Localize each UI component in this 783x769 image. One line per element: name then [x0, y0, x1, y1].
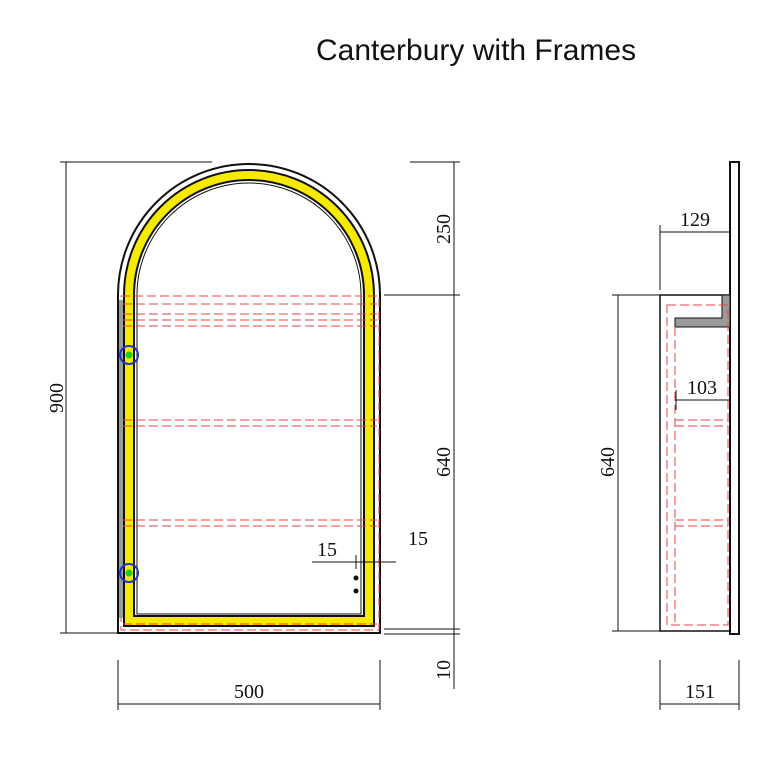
front-outer-frame: [117, 163, 381, 634]
sensor-dot: [353, 588, 359, 594]
dimension-side-total-depth: 151: [659, 660, 740, 710]
dim-label-10: 10: [433, 660, 455, 680]
dimension-side-top-depth: 129: [659, 209, 730, 290]
side-view: [659, 161, 740, 635]
dimension-height-total: 900: [46, 161, 212, 634]
dimension-frame-offsets: 15 15: [312, 528, 428, 569]
dim-label-640-front: 640: [433, 447, 455, 477]
dim-label-900: 900: [46, 383, 68, 413]
front-hinge-strip: [119, 300, 123, 618]
side-hidden-lines: [666, 304, 729, 626]
side-cabinet-body: [659, 294, 731, 632]
front-view: [117, 163, 381, 634]
sensor-dot: [353, 575, 359, 581]
dimension-side-body-height: 640: [597, 294, 660, 632]
side-top-block: [674, 294, 731, 328]
dimension-width: 500: [117, 660, 381, 710]
dim-label-151: 151: [685, 681, 715, 703]
dim-label-250: 250: [433, 214, 455, 244]
dim-label-640-side: 640: [597, 447, 619, 477]
dimension-right-stack: 250 640 10: [384, 161, 460, 689]
front-hidden-shelves: [123, 303, 377, 625]
dim-label-500: 500: [234, 681, 264, 703]
hinge-top: [119, 345, 139, 365]
dimension-side-inner-depth: 103: [675, 377, 730, 410]
side-mirror-plate: [729, 161, 740, 635]
dim-label-129: 129: [680, 209, 710, 231]
dim-label-15-right: 15: [408, 528, 428, 550]
drawing-title: Canterbury with Frames: [316, 34, 637, 67]
dim-label-103: 103: [687, 377, 717, 399]
front-hidden-body: [120, 295, 380, 631]
dim-label-15-left: 15: [317, 539, 337, 561]
front-inner-edge: [136, 182, 362, 615]
hinge-bottom: [119, 563, 139, 583]
